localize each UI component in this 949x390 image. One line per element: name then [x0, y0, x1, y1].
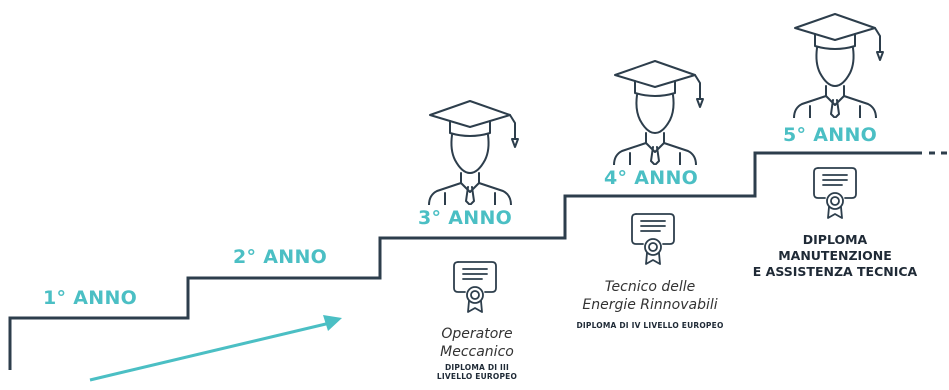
qualification-line: Tecnico delle: [604, 279, 696, 295]
certificate-icon: [453, 261, 497, 313]
diploma-line: E ASSISTENZA TECNICA: [752, 264, 918, 279]
diploma-line: MANUTENZIONE: [778, 248, 892, 263]
year-5-diploma: DIPLOMA MANUTENZIONE E ASSISTENZA TECNIC…: [740, 232, 930, 280]
year-3-qualification: Operatore Meccanico: [422, 325, 532, 361]
year-1-label: 1° ANNO: [43, 287, 138, 309]
certificate-icon: [631, 213, 675, 265]
diploma-line: DIPLOMA DI III: [444, 363, 510, 372]
year-4-label: 4° ANNO: [604, 167, 699, 189]
qualification-line: Operatore: [441, 326, 513, 342]
diploma-line: LIVELLO EUROPEO: [436, 372, 518, 381]
arrow-icon: [89, 315, 342, 382]
year-2-label: 2° ANNO: [233, 246, 328, 268]
certificate-icon: [813, 167, 857, 219]
diploma-line: DIPLOMA: [802, 232, 868, 247]
year-4-diploma: DIPLOMA DI IV LIVELLO EUROPEO: [555, 321, 745, 330]
qualification-line: Energie Rinnovabili: [582, 297, 718, 313]
graduate-icon: [793, 13, 884, 118]
graduate-icon: [428, 100, 519, 205]
year-4-qualification: Tecnico delle Energie Rinnovabili: [570, 278, 730, 314]
year-3-diploma: DIPLOMA DI III LIVELLO EUROPEO: [422, 363, 532, 381]
graduate-icon: [613, 60, 704, 165]
staircase-line: [8, 151, 949, 370]
qualification-line: Meccanico: [440, 344, 514, 360]
year-5-label: 5° ANNO: [783, 124, 878, 146]
year-3-label: 3° ANNO: [418, 207, 513, 229]
diploma-line: DIPLOMA DI IV LIVELLO EUROPEO: [576, 321, 724, 330]
